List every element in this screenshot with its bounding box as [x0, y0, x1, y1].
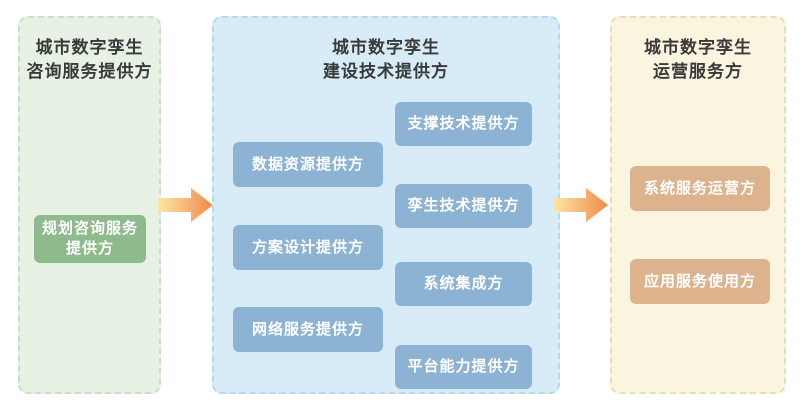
panel-operation-title-line1: 城市数字孪生	[644, 38, 752, 57]
node-planning-consulting-provider: 规划咨询服务 提供方	[34, 215, 146, 263]
node-twin-tech-provider: 孪生技术提供方	[395, 184, 532, 228]
right-arrow-icon	[158, 188, 213, 222]
node-system-integrator: 系统集成方	[395, 262, 532, 306]
node-data-resource-provider: 数据资源提供方	[233, 142, 383, 187]
panel-operation-service: 城市数字孪生 运营服务方 系统服务运营方 应用服务使用方	[610, 16, 786, 394]
node-planning-consulting-provider-line1: 规划咨询服务	[41, 220, 138, 237]
panel-construction-title: 城市数字孪生 建设技术提供方	[214, 36, 558, 84]
panel-construction-title-line1: 城市数字孪生	[332, 38, 440, 57]
panel-construction-tech-provider: 城市数字孪生 建设技术提供方 数据资源提供方 方案设计提供方 网络服务提供方 支…	[212, 16, 560, 394]
panel-construction-title-line2: 建设技术提供方	[323, 62, 449, 81]
node-platform-capability-provider: 平台能力提供方	[395, 345, 532, 389]
panel-consulting-provider: 城市数字孪生 咨询服务提供方 规划咨询服务 提供方	[18, 16, 161, 394]
panel-consulting-title-line1: 城市数字孪生	[35, 38, 144, 57]
panel-consulting-title: 城市数字孪生 咨询服务提供方	[20, 36, 159, 84]
node-supporting-tech-provider: 支撑技术提供方	[395, 102, 532, 146]
node-system-service-operator: 系统服务运营方	[630, 166, 770, 211]
right-arrow-icon	[553, 188, 608, 222]
panel-operation-title: 城市数字孪生 运营服务方	[612, 36, 784, 84]
node-application-service-user: 应用服务使用方	[630, 259, 770, 304]
flow-arrow-construction-to-operation	[553, 187, 609, 223]
panel-operation-title-line2: 运营服务方	[653, 62, 743, 81]
panel-consulting-title-line2: 咨询服务提供方	[26, 62, 153, 81]
node-network-service-provider: 网络服务提供方	[233, 307, 383, 352]
node-solution-design-provider: 方案设计提供方	[233, 225, 383, 270]
flow-arrow-consulting-to-construction	[158, 187, 214, 223]
node-planning-consulting-provider-line2: 提供方	[65, 240, 114, 257]
